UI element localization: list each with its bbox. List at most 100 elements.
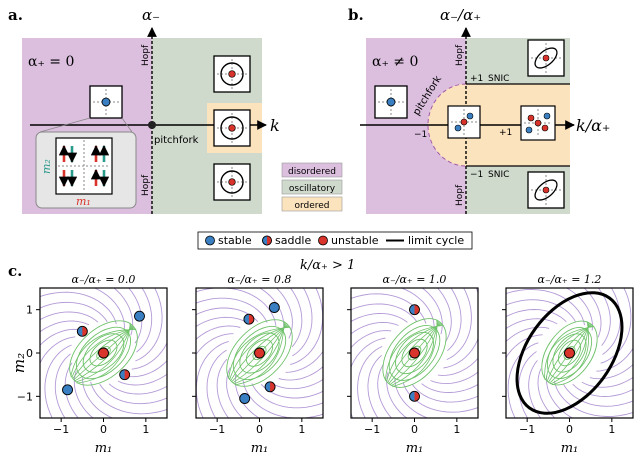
b-x-axis-label: k/α₊ [576, 116, 610, 135]
streamline-outer [565, 288, 593, 331]
streamline-inner [384, 324, 444, 381]
hopf-bottom-label: Hopf [141, 174, 151, 196]
b-hopf-top: Hopf [455, 44, 465, 66]
streamline-outer [357, 345, 383, 418]
streamline-outer [196, 297, 268, 323]
y-tick-label: 0 [26, 347, 33, 360]
streamline-outer [289, 288, 303, 348]
legend-disordered: disordered [288, 167, 336, 177]
streamline-outer [394, 378, 429, 418]
b-snic-top: SNIC [488, 74, 509, 84]
streamline-outer [437, 357, 478, 376]
unstable-point [254, 347, 265, 359]
y-tick-label: −1 [17, 390, 33, 403]
x-tick-label: 1 [298, 423, 305, 436]
y-axis-label: α₋ [142, 6, 160, 24]
y-tick-label: 1 [26, 304, 33, 317]
streamline-outer [285, 350, 323, 373]
plot-xlabel: m₁ [95, 441, 113, 456]
x-tick-label: −1 [364, 423, 380, 436]
b-y-axis-label: α₋/α₊ [440, 6, 481, 24]
x-tick-label: 0 [256, 423, 263, 436]
saddle-point [264, 381, 276, 393]
legend-oscillatory: oscillatory [289, 184, 336, 194]
streamline-outer [583, 288, 602, 338]
plot-title: α₋/α₊ = 1.2 [538, 273, 602, 286]
x-tick-label: 1 [608, 423, 615, 436]
streamline-inner [389, 321, 440, 385]
streamline-inner [545, 325, 594, 381]
streamline-inner [75, 323, 132, 383]
plot-xlabel: m₁ [406, 441, 424, 456]
streamline-outer [108, 383, 167, 395]
streamline-outer [242, 380, 323, 418]
streamline-outer [351, 330, 392, 349]
b-tick-plus1-right: +1 [499, 128, 512, 138]
b-tick-minus1-left: −1 [414, 130, 427, 140]
streamline-inner [551, 321, 589, 386]
streamline-outer [421, 288, 443, 335]
b-thumb-osc-bottom [527, 171, 565, 209]
streamline-inner [76, 322, 131, 384]
plot-title: α₋/α₊ = 1.0 [383, 273, 447, 286]
x-tick-label: −1 [209, 423, 225, 436]
panel-a-label: a. [8, 6, 23, 24]
streamline-outer [546, 375, 574, 418]
panel-c-label: c. [8, 262, 22, 280]
legend-unstable: unstable [331, 234, 379, 247]
streamline-inner [233, 322, 286, 385]
streamline-outer [572, 383, 633, 397]
x-tick-label: 0 [566, 423, 573, 436]
streamline-inner [228, 326, 291, 379]
streamline-outer [40, 311, 99, 323]
streamline-outer [278, 365, 323, 381]
streamline-outer [226, 367, 244, 418]
legend-limit-cycle: limit cycle [408, 234, 464, 247]
streamline-outer [93, 288, 125, 329]
zoom-inset: m₂ m₁ [35, 117, 137, 209]
streamline-outer [113, 288, 134, 336]
streamline-inner [544, 326, 595, 380]
streamline-outer [506, 309, 567, 323]
streamline-outer [44, 344, 72, 418]
streamline-inner [74, 324, 133, 382]
inset-y-label: m₂ [40, 159, 53, 174]
panel-c-ylabel: m₂ [10, 353, 28, 373]
streamline-outer [196, 316, 249, 328]
streamline-outer [562, 383, 633, 407]
streamline-outer [537, 368, 556, 418]
x-tick-label: 0 [411, 423, 418, 436]
b-thumb-osc-top [527, 39, 565, 77]
plot-title: α₋/α₊ = 0.0 [72, 273, 136, 286]
x-tick-label: 1 [453, 423, 460, 436]
pitchfork-point [148, 121, 156, 129]
streamline-outer [128, 288, 143, 344]
b-snic-bottom: SNIC [488, 170, 509, 180]
x-tick-label: −1 [53, 423, 69, 436]
stable-point [268, 302, 280, 313]
stable-point [239, 393, 251, 404]
streamline-outer [196, 333, 234, 356]
streamline-outer [400, 288, 435, 328]
legend-unstable-marker [318, 235, 328, 246]
streamline-outer [411, 384, 478, 403]
streamline-outer [125, 360, 167, 378]
stable-point [62, 384, 73, 396]
pitchfork-label: pitchfork [154, 135, 199, 146]
streamline-inner [550, 322, 589, 385]
streamline-outer [446, 288, 472, 361]
panel-a-condition: α₊ = 0 [28, 54, 74, 70]
b-tick-minus1-bottom: −1 [470, 170, 483, 180]
streamline-outer [377, 363, 393, 418]
streamline-outer [507, 342, 539, 418]
saddle-point [119, 369, 131, 381]
streamline-outer [447, 288, 462, 352]
plot-xlabel: m₁ [251, 441, 269, 456]
streamline-outer [196, 307, 259, 323]
b-pitchfork-curve [427, 83, 467, 167]
unstable-point [564, 347, 575, 359]
streamline-outer [206, 349, 227, 418]
